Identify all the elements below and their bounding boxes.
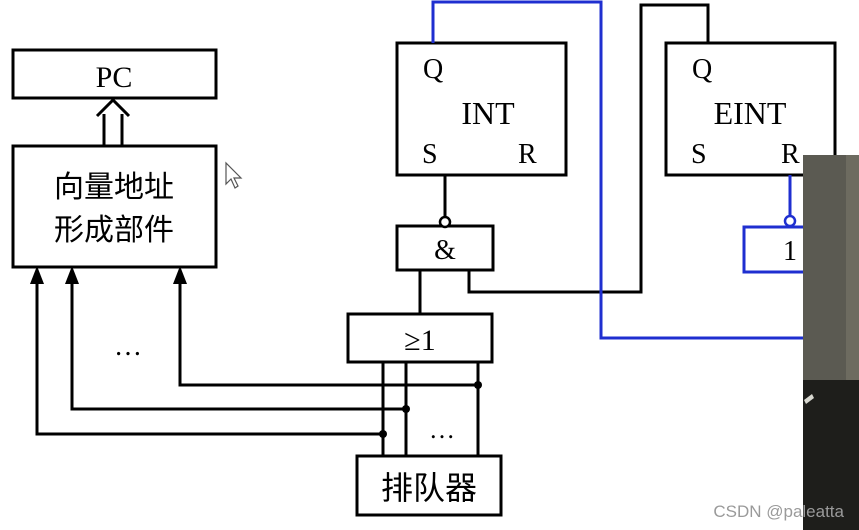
- int-q-label: Q: [423, 54, 443, 85]
- pc-register: [11, 48, 218, 100]
- mouse-pointer-icon: [225, 161, 243, 189]
- watermark: CSDN @paleatta: [713, 502, 844, 521]
- int-name-label: INT: [461, 95, 515, 131]
- vector-unit-label-line1: 向量地址: [54, 171, 174, 204]
- arrowhead-left-3: [173, 266, 187, 284]
- inversion-bubble: [438, 215, 452, 229]
- junction-dot: [402, 405, 410, 413]
- not-gate-bubble: [783, 214, 797, 228]
- or-gate-label: ≥1: [404, 324, 435, 357]
- arrowhead-left-2: [65, 266, 79, 284]
- video-overlay: [803, 155, 859, 530]
- arrowhead-left-1: [30, 266, 44, 284]
- ellipsis-bottom: …: [429, 415, 455, 444]
- queue-label: 排队器: [381, 470, 477, 506]
- eint-s-label: S: [691, 139, 707, 170]
- int-r-label: R: [518, 139, 537, 170]
- vector-address-unit: [11, 144, 218, 269]
- eint-flipflop: [664, 41, 837, 177]
- junction-dot: [474, 381, 482, 389]
- request-wires: [35, 278, 480, 456]
- ellipsis-left: …: [114, 331, 142, 362]
- vector-unit-label-line2: 形成部件: [54, 214, 174, 247]
- int-flipflop: [395, 41, 568, 177]
- eint-r-label: R: [781, 139, 800, 170]
- eint-q-to-and-wire: [467, 3, 710, 294]
- vector-to-pc-bus-arrow: [95, 97, 131, 146]
- priority-queue: [355, 454, 503, 517]
- pc-label: PC: [96, 61, 133, 94]
- eint-name-label: EINT: [714, 95, 787, 131]
- eint-q-label: Q: [692, 54, 712, 85]
- not-gate-label: 1: [783, 236, 797, 267]
- int-s-label: S: [422, 139, 438, 170]
- and-gate-label: &: [434, 235, 456, 266]
- int-q-feedback-wire: [431, 0, 808, 340]
- junction-dot: [379, 430, 387, 438]
